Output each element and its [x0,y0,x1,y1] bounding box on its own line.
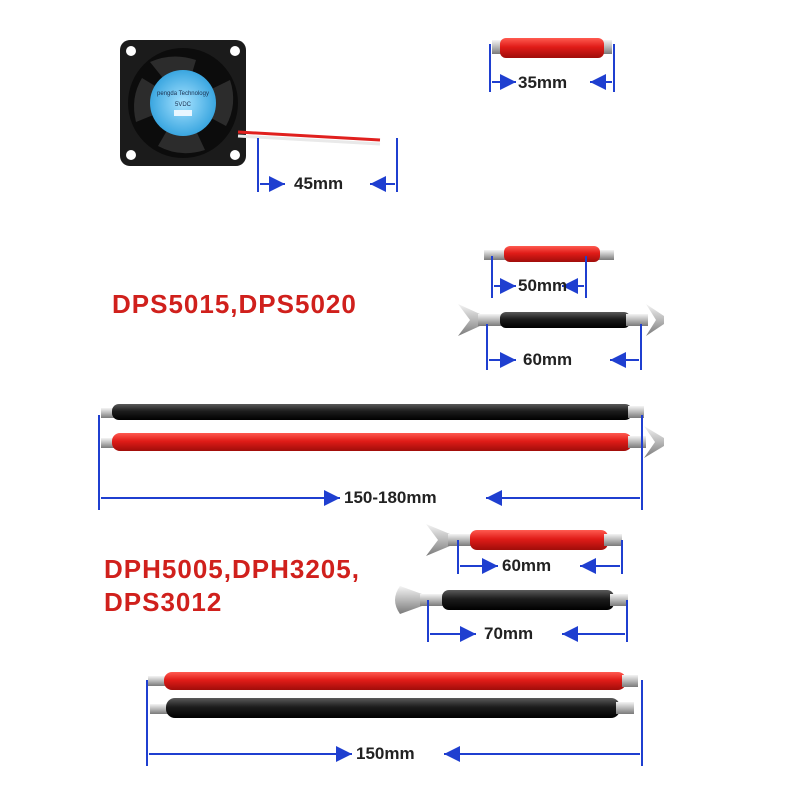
svg-text:5VDC: 5VDC [175,102,192,108]
dim-label-red-sleeve: 35mm [518,73,568,92]
dim-label-g2-red: 60mm [502,556,552,575]
dim-g2-long [146,680,643,766]
group2-models-label-line2: DPS3012 [104,587,223,617]
g1-black-short-cable [458,304,664,336]
g2-long-black-cable [150,698,634,718]
dim-red-sleeve [489,44,615,92]
dim-g1-long [98,415,643,510]
g2-long-red-cable [148,672,638,690]
cooling-fan: pengda Technology 5VDC [120,40,381,166]
g1-long-black-cable [101,404,644,420]
group1-models-label: DPS5015,DPS5020 [112,289,357,319]
g2-black-short-cable [395,586,628,614]
dim-label-g1-black: 60mm [523,350,573,369]
g1-long-red-cable [101,426,664,458]
dim-label-g1-long: 150-180mm [344,488,437,507]
dim-g1-red [491,256,587,298]
dim-label-g2-black: 70mm [484,624,534,643]
g1-red-short-cable [484,246,614,262]
dim-fan-wire [257,138,398,192]
g2-red-short-cable [426,524,622,556]
dim-g1-black [486,324,642,370]
dim-label-fan-wire: 45mm [294,174,344,193]
dim-g2-black [427,600,628,642]
dim-label-g1-red: 50mm [518,276,568,295]
dim-label-g2-long: 150mm [356,744,415,763]
dim-g2-red [457,540,623,574]
group2-models-label-line1: DPH5005,DPH3205, [104,554,360,584]
red-sleeve [492,38,612,58]
svg-text:pengda Technology: pengda Technology [157,91,209,97]
